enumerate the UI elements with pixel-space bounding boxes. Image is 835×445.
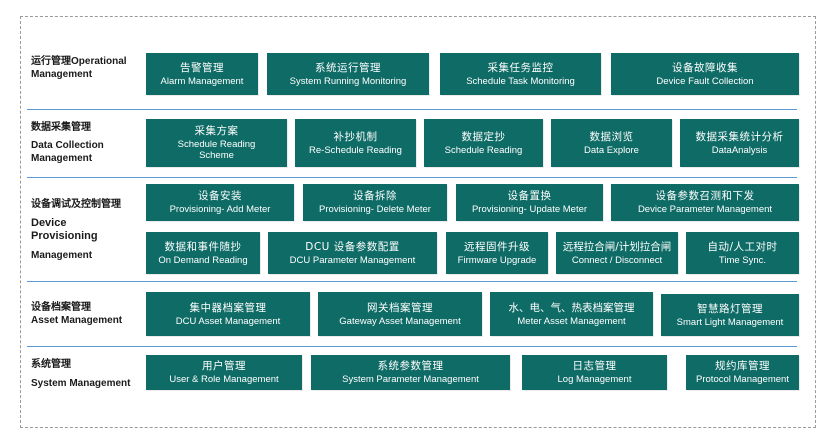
box-dcu-parameter-management: DCU 设备参数配置 DCU Parameter Management [268,232,437,274]
box-gateway-asset-management: 网关档案管理 Gateway Asset Management [318,292,482,336]
box-re-schedule-reading: 补抄机制 Re-Schedule Reading [295,119,416,167]
box-firmware-upgrade: 远程固件升级 Firmware Upgrade [446,232,548,274]
diagram-frame [20,16,816,428]
box-schedule-reading: 数据定抄 Schedule Reading [424,119,543,167]
section-label-system-management: 系统管理 System Management [31,359,131,389]
box-on-demand-reading: 数据和事件随抄 On Demand Reading [146,232,260,274]
box-provisioning-update-meter: 设备置换 Provisioning- Update Meter [456,184,603,221]
box-connect-disconnect: 远程拉合闸/计划拉合闸 Connect / Disconnect [556,232,678,274]
box-provisioning-add-meter: 设备安装 Provisioning- Add Meter [146,184,294,221]
section-label-operational: 运行管理Operational Management [31,56,127,80]
box-alarm-management: 告警管理 Alarm Management [146,53,258,95]
box-time-sync: 自动/人工对时 Time Sync. [686,232,799,274]
section-label-device-provisioning: 设备调试及控制管理 Device Provisioning Management [31,199,121,261]
box-protocol-management: 规约库管理 Protocol Management [686,355,799,390]
section-divider [27,177,797,178]
box-meter-asset-management: 水、电、气、热表档案管理 Meter Asset Management [490,292,653,336]
box-schedule-task-monitoring: 采集任务监控 Schedule Task Monitoring [440,53,601,95]
box-user-role-management: 用户管理 User & Role Management [146,355,302,390]
box-system-running-monitoring: 系统运行管理 System Running Monitoring [267,53,429,95]
box-data-analysis: 数据采集统计分析 DataAnalysis [680,119,799,167]
section-divider [27,281,797,282]
box-log-management: 日志管理 Log Management [522,355,667,390]
box-device-fault-collection: 设备故障收集 Device Fault Collection [611,53,799,95]
section-label-asset-management: 设备档案管理 Asset Management [31,302,123,326]
box-smart-light-management: 智慧路灯管理 Smart Light Management [661,294,799,336]
section-label-data-collection: 数据采集管理 Data Collection Management [31,122,104,164]
box-device-parameter-management: 设备参数召测和下发 Device Parameter Management [611,184,799,221]
section-divider [27,109,797,110]
box-system-parameter-management: 系统参数管理 System Parameter Management [311,355,510,390]
box-data-explore: 数据浏览 Data Explore [551,119,672,167]
box-schedule-reading-scheme: 采集方案 Schedule Reading Scheme [146,119,287,167]
box-dcu-asset-management: 集中器档案管理 DCU Asset Management [146,292,310,336]
box-provisioning-delete-meter: 设备拆除 Provisioning- Delete Meter [303,184,447,221]
section-divider [27,346,797,347]
